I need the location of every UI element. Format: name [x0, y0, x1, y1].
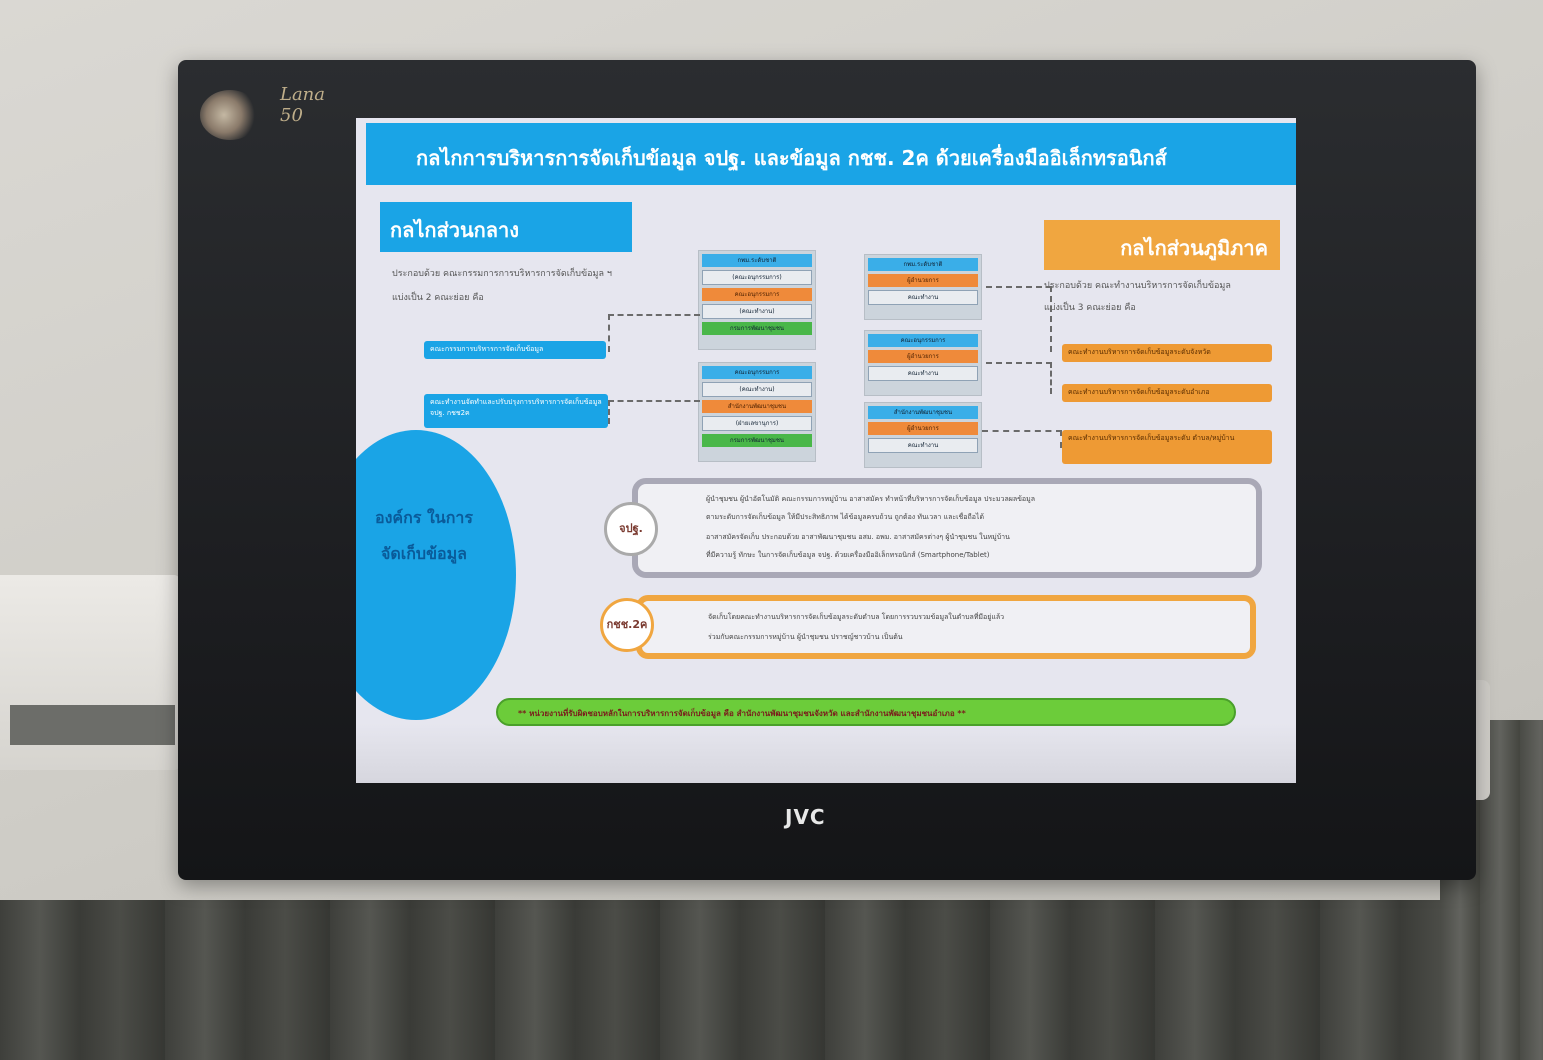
stack-box: กพม.ระดับชาติ	[702, 254, 812, 267]
curtain	[0, 900, 1543, 1060]
stack-box: กพม.ระดับชาติ	[868, 258, 978, 271]
connector	[986, 362, 1052, 394]
org-stack-4: คณะอนุกรรมการ ผู้อำนวยการ คณะทำงาน	[864, 330, 982, 396]
jpt-info-box	[632, 478, 1262, 578]
central-pill-1: คณะกรรมการบริหารการจัดเก็บข้อมูล	[424, 341, 606, 359]
stack-box: คณะอนุกรรมการ	[702, 366, 812, 379]
regional-desc-1: ประกอบด้วย คณะทำงานบริหารการจัดเก็บข้อมู…	[1044, 281, 1231, 291]
org-stack-2: คณะอนุกรรมการ (คณะทำงาน) สำนักงานพัฒนาชุ…	[698, 362, 816, 462]
air-conditioner	[0, 575, 180, 770]
central-mechanism-heading: กลไกส่วนกลาง	[380, 202, 632, 252]
stack-box: คณะทำงาน	[868, 366, 978, 381]
org-stack-3: กพม.ระดับชาติ ผู้อำนวยการ คณะทำงาน	[864, 254, 982, 320]
regional-mechanism-heading: กลไกส่วนภูมิภาค	[1044, 220, 1280, 270]
stack-box: คณะอนุกรรมการ	[702, 288, 812, 301]
org-circle-text: องค์กร ในการ จัดเก็บข้อมูล	[375, 508, 473, 563]
regional-title: กลไกส่วนภูมิภาค	[1120, 236, 1268, 260]
regional-pill-1: คณะทำงานบริหารการจัดเก็บข้อมูลระดับจังหว…	[1062, 344, 1272, 362]
org-stack-5: สำนักงานพัฒนาชุมชน ผู้อำนวยการ คณะทำงาน	[864, 402, 982, 468]
stack-box: (ฝ่ายเลขานุการ)	[702, 416, 812, 431]
central-pill-2: คณะทำงานจัดทำและปรับปรุงการบริหารการจัดเ…	[424, 394, 608, 428]
slide-header	[366, 123, 1296, 185]
stack-box: สำนักงานพัฒนาชุมชน	[868, 406, 978, 419]
stack-box: (คณะทำงาน)	[702, 382, 812, 397]
central-desc-1: ประกอบด้วย คณะกรรมการการบริหารการจัดเก็บ…	[392, 269, 612, 279]
kchc-line-1: จัดเก็บโดยคณะทำงานบริหารการจัดเก็บข้อมูล…	[708, 613, 1005, 621]
jpt-badge: จปฐ.	[604, 502, 658, 556]
central-desc-2: แบ่งเป็น 2 คณะย่อย คือ	[392, 293, 484, 303]
stack-box: (คณะทำงาน)	[702, 304, 812, 319]
kchc-line-2: ร่วมกับคณะกรรมการหมู่บ้าน ผู้นำชุมชน ปรา…	[708, 633, 903, 641]
connector	[982, 430, 1062, 448]
stack-box: กรมการพัฒนาชุมชน	[702, 434, 812, 447]
corner-logo: Lana 50	[200, 80, 350, 150]
stack-box: ผู้อำนวยการ	[868, 422, 978, 435]
jpt-line-3: อาสาสมัครจัดเก็บ ประกอบด้วย อาสาพัฒนาชุม…	[706, 533, 1010, 541]
corner-logo-text: Lana 50	[280, 84, 326, 126]
connector	[608, 314, 700, 352]
org-stack-1: กพม.ระดับชาติ (คณะอนุกรรมการ) คณะอนุกรรม…	[698, 250, 816, 350]
connector	[608, 400, 700, 424]
jpt-line-2: ตามระดับการจัดเก็บข้อมูล ให้มีประสิทธิภา…	[706, 513, 985, 521]
stack-box: กรมการพัฒนาชุมชน	[702, 322, 812, 335]
stack-box: ผู้อำนวยการ	[868, 350, 978, 363]
connector	[986, 286, 1052, 352]
org-circle: องค์กร ในการ จัดเก็บข้อมูล	[356, 430, 516, 720]
stack-box: คณะอนุกรรมการ	[868, 334, 978, 347]
flower-logo-icon	[200, 90, 260, 140]
responsible-agency-note: ** หน่วยงานที่รับผิดชอบหลักในการบริหารกา…	[496, 698, 1236, 726]
presentation-slide: กลไกการบริหารการจัดเก็บข้อมูล จปฐ. และข้…	[356, 118, 1296, 783]
central-title: กลไกส่วนกลาง	[390, 218, 520, 242]
jpt-line-4: ที่มีความรู้ ทักษะ ในการจัดเก็บข้อมูล จป…	[706, 551, 990, 559]
stack-box: คณะทำงาน	[868, 438, 978, 453]
green-note-text: ** หน่วยงานที่รับผิดชอบหลักในการบริหารกา…	[518, 709, 966, 718]
regional-pill-3: คณะทำงานบริหารการจัดเก็บข้อมูลระดับ ตำบล…	[1062, 430, 1272, 464]
jpt-line-1: ผู้นำชุมชน ผู้นำอัตโนมัติ คณะกรรมการหมู่…	[706, 495, 1036, 503]
stack-box: ผู้อำนวยการ	[868, 274, 978, 287]
ac-vent	[10, 705, 175, 745]
slide-title: กลไกการบริหารการจัดเก็บข้อมูล จปฐ. และข้…	[416, 146, 1167, 170]
city-skyline-decoration	[356, 723, 1296, 783]
regional-pill-2: คณะทำงานบริหารการจัดเก็บข้อมูลระดับอำเภอ	[1062, 384, 1272, 402]
kchc-badge: กชช.2ค	[600, 598, 654, 652]
stack-box: (คณะอนุกรรมการ)	[702, 270, 812, 285]
regional-desc-2: แบ่งเป็น 3 คณะย่อย คือ	[1044, 303, 1136, 313]
kchc-info-box	[636, 595, 1256, 659]
stack-box: คณะทำงาน	[868, 290, 978, 305]
tv-brand-logo: JVC	[785, 805, 826, 829]
stack-box: สำนักงานพัฒนาชุมชน	[702, 400, 812, 413]
